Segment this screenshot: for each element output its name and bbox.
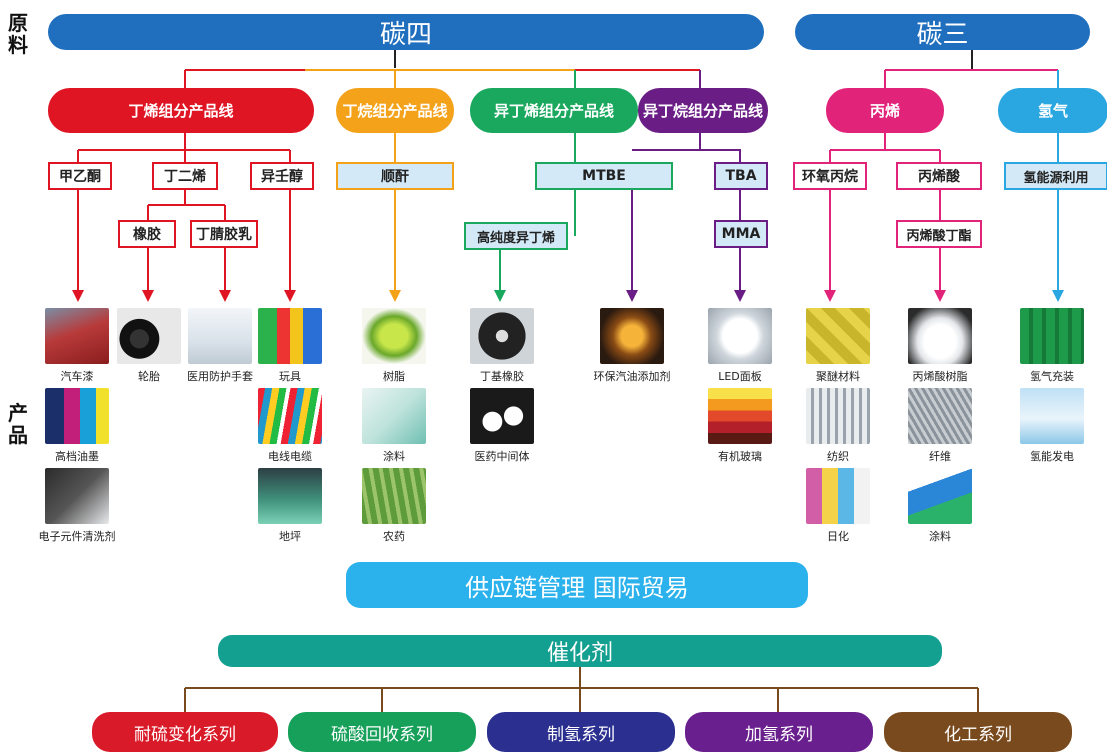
rubber-box: 橡胶 [118,220,176,248]
paint-image [908,468,972,524]
daily-chemicals-caption: 日化 [827,530,849,543]
isononanol-box: 异壬醇 [250,162,314,190]
c4-banner: 碳四 [48,14,764,50]
fuel-cell-caption: 氢能发电 [1030,450,1074,463]
daily-chemicals-image [806,468,870,524]
butyl-rubber-caption: 丁基橡胶 [480,370,524,383]
fiber-caption: 纤维 [929,450,951,463]
isobutene-product-line: 异丁烯组分产品线 [470,88,638,133]
fiber-image [908,388,972,444]
wire-caption: 电线电缆 [268,450,312,463]
agri-image [362,468,426,524]
fuel-cell-image [1020,388,1084,444]
mma-box: MMA [714,220,768,248]
coating-caption: 涂料 [383,450,405,463]
cleaner-caption: 电子元件清洗剂 [38,530,116,543]
products-label: 产品 [8,401,28,447]
textile-caption: 纺织 [827,450,849,463]
led-panel-caption: LED面板 [718,370,762,383]
butyl-rubber-image [470,308,534,364]
hp-isobutene-box: 高纯度异丁烯 [464,222,568,250]
butane-product-line: 丁烷组分产品线 [336,88,454,133]
supply-chain-banner: 供应链管理 国际贸易 [346,562,808,608]
car-paint-caption: 汽车漆 [60,370,94,383]
led-panel-image [708,308,772,364]
wire-image [258,388,322,444]
paint-caption: 涂料 [929,530,951,543]
catalyst-series-chemical: 化工系列 [884,712,1072,752]
floor-image [258,468,322,524]
textile-image [806,388,870,444]
resin-caption: 树脂 [383,370,405,383]
hydrogen-product-line: 氢气 [998,88,1107,133]
toys-image [258,308,322,364]
c3-banner: 碳三 [795,14,1090,50]
polyether-caption: 聚醚材料 [816,370,860,383]
isobutane-product-line: 异丁烷组分产品线 [638,88,768,133]
sap-image [908,308,972,364]
floor-caption: 地坪 [279,530,301,543]
propylene-product-line: 丙烯 [826,88,944,133]
epoxypropane-box: 环氧丙烷 [793,162,867,190]
medical-gloves-image [188,308,252,364]
tire-caption: 轮胎 [138,370,160,383]
catalyst-series-sulfuric-recovery: 硫酸回收系列 [288,712,476,752]
coating-image [362,388,426,444]
catalyst-banner: 催化剂 [218,635,942,667]
medical-gloves-caption: 医用防护手套 [187,370,253,383]
catalyst-series-hydrogen-production: 制氢系列 [487,712,675,752]
butyl-acrylate-box: 丙烯酸丁酯 [896,220,982,248]
butadiene-box: 丁二烯 [152,162,218,190]
acrylic-glass-caption: 有机玻璃 [718,450,762,463]
toys-caption: 玩具 [279,370,301,383]
cylinders-caption: 氢气充装 [1030,370,1074,383]
eco-additive-image [600,308,664,364]
hydrogen-energy-box: 氢能源利用 [1004,162,1107,190]
nbr-latex-box: 丁腈胶乳 [190,220,258,248]
mtbe-box: MTBE [535,162,673,190]
printing-ink-image [45,388,109,444]
pharma-caption: 医药中间体 [474,450,530,463]
pharma-image [470,388,534,444]
sap-caption: 丙烯酸树脂 [912,370,968,383]
raw-material-label: 原料 [8,11,28,57]
car-paint-image [45,308,109,364]
agri-caption: 农药 [383,530,405,543]
printing-ink-caption: 高档油墨 [55,450,99,463]
cylinders-image [1020,308,1084,364]
catalyst-series-hydrogenation: 加氢系列 [685,712,873,752]
acrylic-acid-box: 丙烯酸 [896,162,982,190]
eco-additive-caption: 环保汽油添加剂 [593,370,671,383]
polyether-image [806,308,870,364]
cleaner-image [45,468,109,524]
acrylic-glass-image [708,388,772,444]
maleic-box: 顺酐 [336,162,454,190]
butene-product-line: 丁烯组分产品线 [48,88,314,133]
tire-image [117,308,181,364]
tba-box: TBA [714,162,768,190]
catalyst-series-sulfur-tolerant: 耐硫变化系列 [92,712,278,752]
resin-image [362,308,426,364]
mek-box: 甲乙酮 [48,162,112,190]
